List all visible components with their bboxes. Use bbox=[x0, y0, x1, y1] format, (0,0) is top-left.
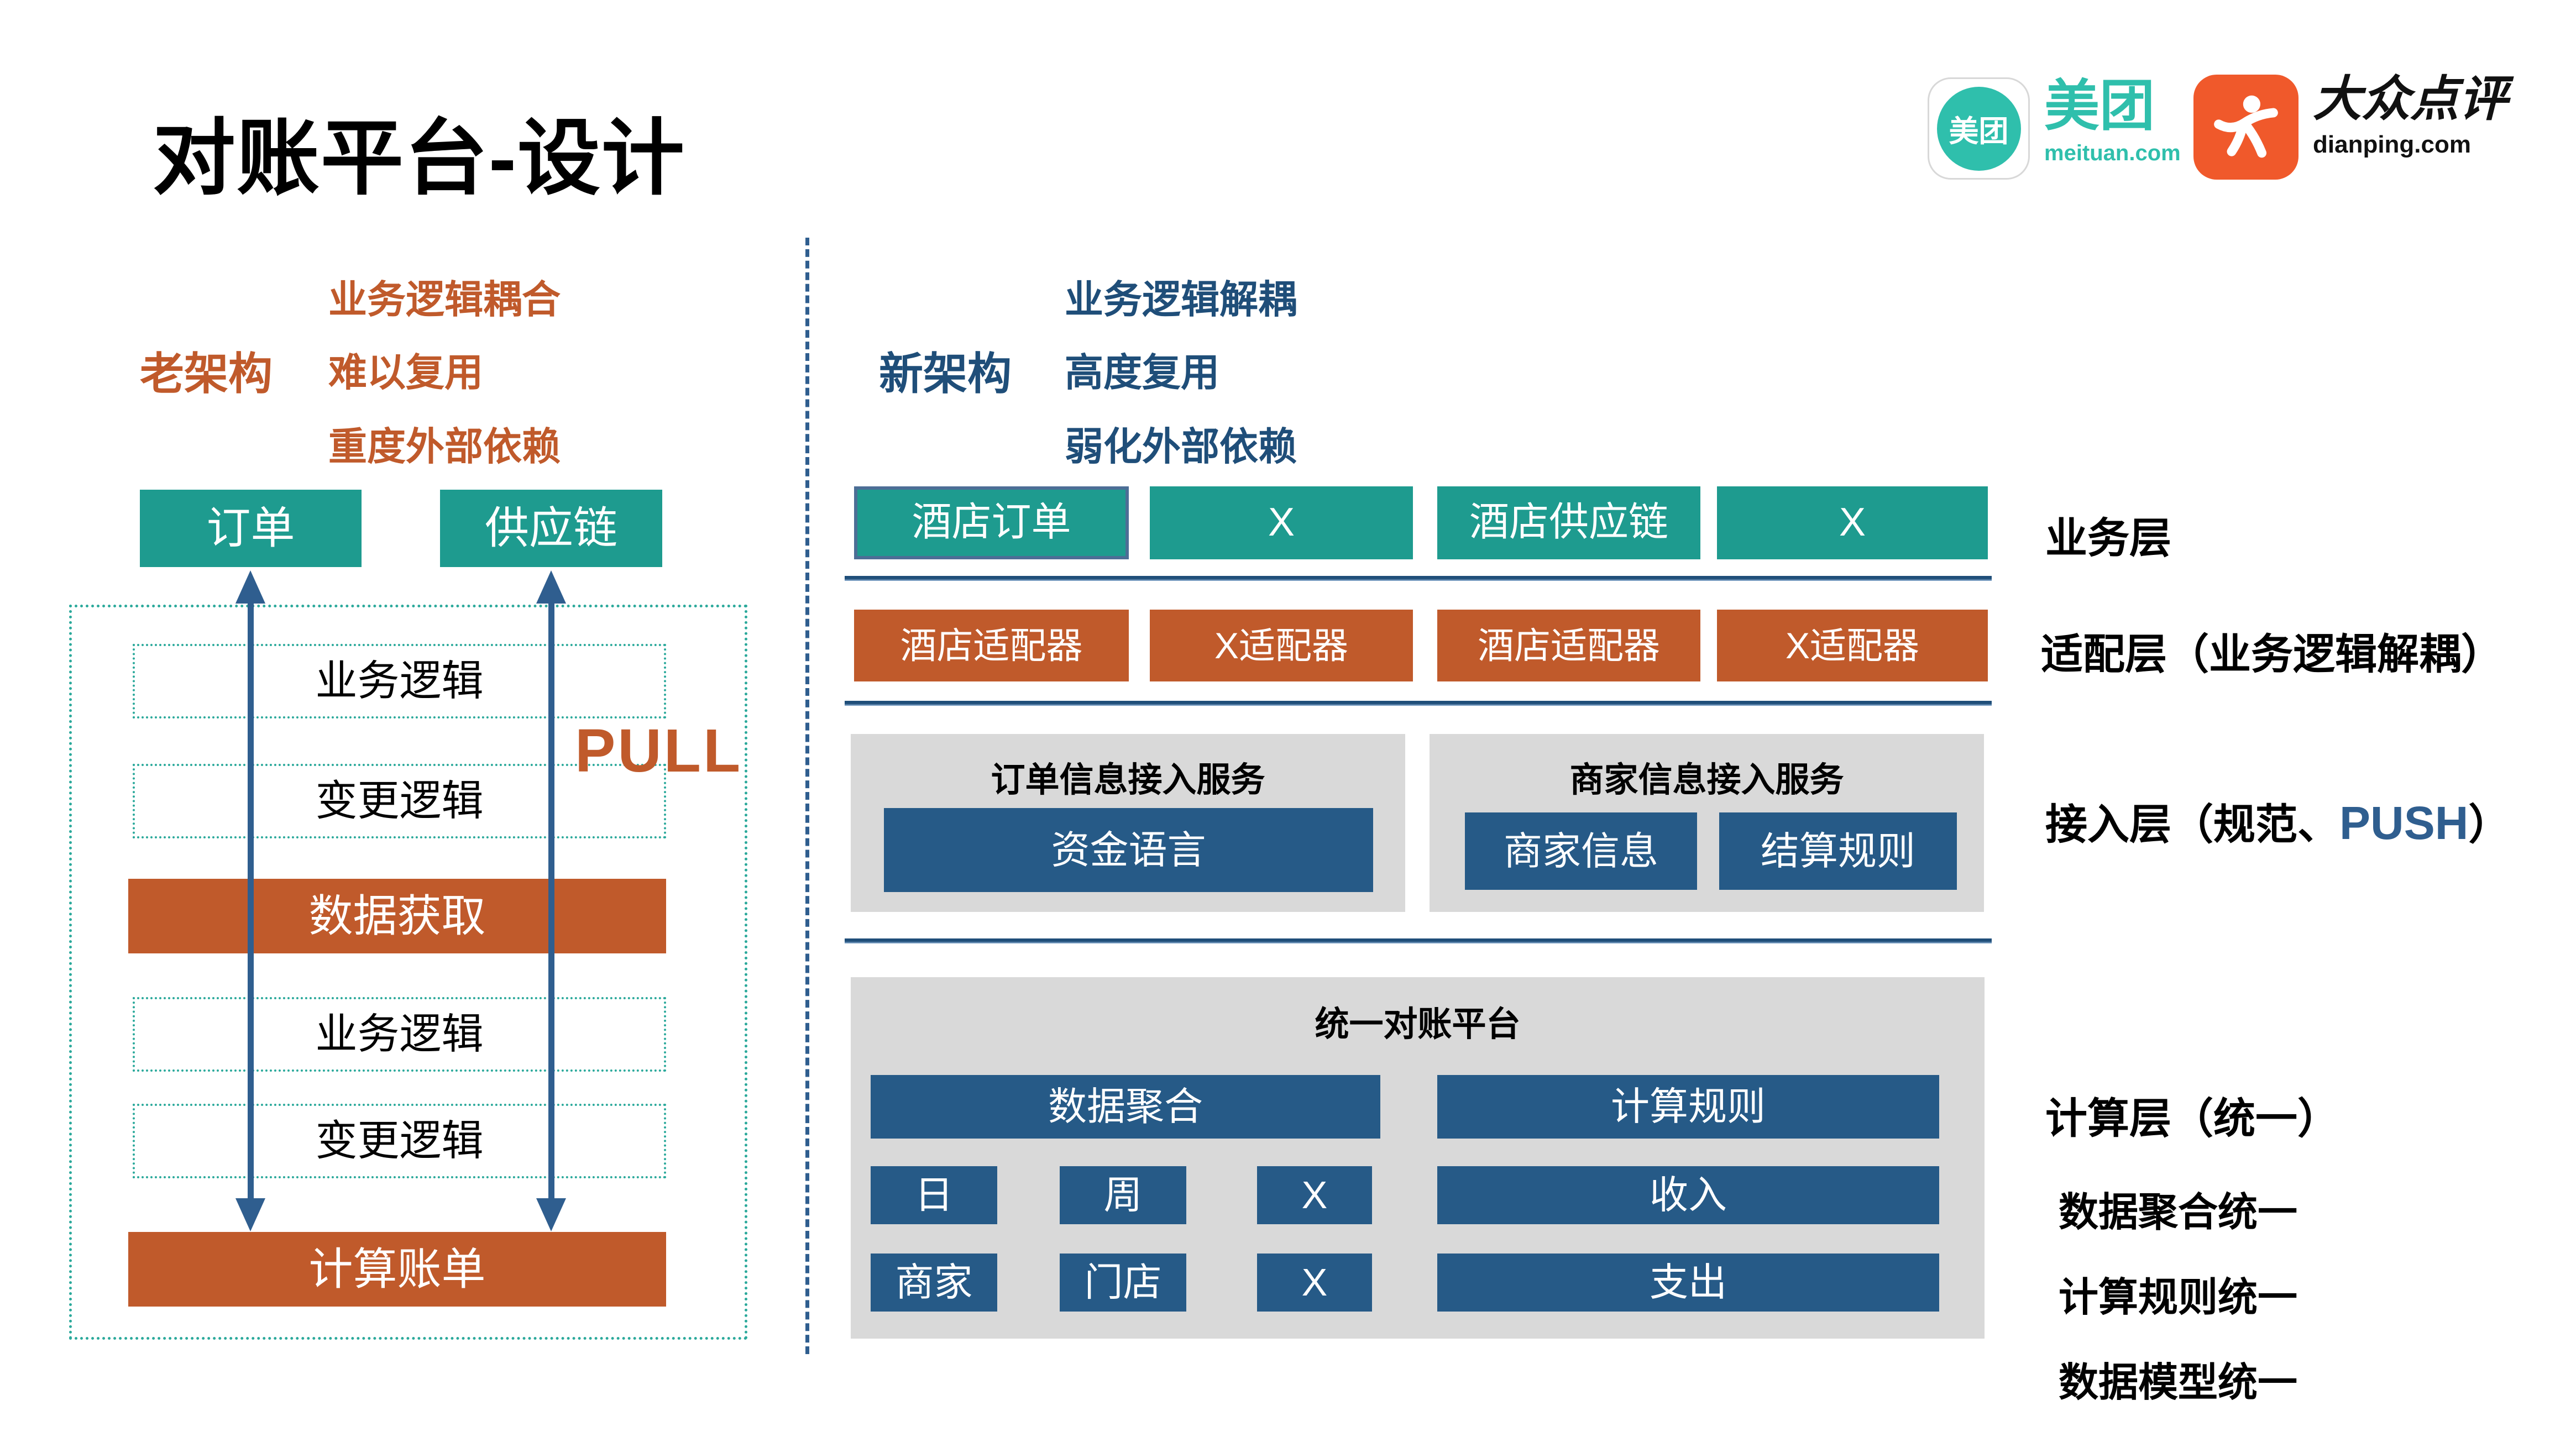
access-panel-order: 订单信息接入服务 资金语言 bbox=[851, 734, 1405, 912]
week-box: 周 bbox=[1060, 1166, 1186, 1224]
merchant-box: 商家 bbox=[871, 1254, 997, 1312]
business-box-x1: X bbox=[1150, 486, 1413, 559]
meituan-logo-icon: 美团 bbox=[1928, 77, 2030, 180]
old-bullet-3: 重度外部依赖 bbox=[328, 425, 561, 468]
access-panel-order-title: 订单信息接入服务 bbox=[991, 761, 1265, 799]
funds-language-box: 资金语言 bbox=[884, 808, 1373, 892]
settlement-rules-box: 结算规则 bbox=[1719, 812, 1957, 890]
expense-box: 支出 bbox=[1437, 1254, 1939, 1312]
day-box: 日 bbox=[871, 1166, 997, 1224]
separator-line-3 bbox=[845, 938, 1992, 943]
old-arch-label: 老架构 bbox=[140, 349, 273, 398]
section-divider bbox=[805, 238, 809, 1354]
old-calc-bill-box: 计算账单 bbox=[128, 1232, 666, 1307]
separator-line-2 bbox=[845, 701, 1992, 706]
layer-label-business: 业务层 bbox=[2045, 515, 2171, 562]
dianping-domain: dianping.com bbox=[2313, 131, 2471, 158]
new-arch-label: 新架构 bbox=[879, 349, 1012, 398]
access-panel-merchant: 商家信息接入服务 商家信息 结算规则 bbox=[1430, 734, 1984, 912]
pull-label: PULL bbox=[575, 717, 743, 785]
dianping-logo-icon bbox=[2193, 75, 2298, 180]
meituan-domain: meituan.com bbox=[2044, 141, 2181, 165]
arrow-line bbox=[548, 600, 554, 1203]
old-data-fetch-box: 数据获取 bbox=[128, 879, 666, 953]
adapter-box-x2: X适配器 bbox=[1717, 610, 1988, 681]
meituan-brand-name: 美团 bbox=[2044, 75, 2155, 137]
separator-line-1 bbox=[845, 576, 1992, 581]
access-label-prefix: 接入层（规范、 bbox=[2045, 801, 2339, 848]
meituan-logo-text: 美团 meituan.com bbox=[2044, 77, 2181, 166]
data-aggregation-box: 数据聚合 bbox=[871, 1075, 1380, 1139]
old-biz-logic-2: 业务逻辑 bbox=[133, 997, 666, 1072]
access-label-suffix: ） bbox=[2468, 801, 2511, 848]
note-data-aggregation: 数据聚合统一 bbox=[2059, 1190, 2298, 1235]
new-bullet-1: 业务逻辑解耦 bbox=[1065, 278, 1297, 321]
calc-rules-box: 计算规则 bbox=[1437, 1075, 1939, 1139]
x-box-1: X bbox=[1257, 1166, 1372, 1224]
arrow-line bbox=[248, 600, 254, 1203]
unified-platform-panel: 统一对账平台 数据聚合 计算规则 日 周 X 收入 商家 门店 X 支出 bbox=[851, 977, 1985, 1339]
dianping-logo-text: 大众点评 dianping.com bbox=[2313, 75, 2507, 159]
old-change-logic-2: 变更逻辑 bbox=[133, 1104, 666, 1178]
arrow-down-icon bbox=[536, 1198, 566, 1231]
unified-platform-title: 统一对账平台 bbox=[1315, 1005, 1521, 1043]
adapter-box-hotel-2: 酒店适配器 bbox=[1437, 610, 1700, 681]
merchant-info-box: 商家信息 bbox=[1465, 812, 1697, 890]
dianping-logo: 大众点评 dianping.com bbox=[2193, 75, 2507, 180]
new-bullet-2: 高度复用 bbox=[1065, 351, 1219, 394]
layer-label-compute: 计算层（统一） bbox=[2045, 1095, 2339, 1142]
x-box-2: X bbox=[1257, 1254, 1372, 1312]
adapter-box-hotel-1: 酒店适配器 bbox=[854, 610, 1129, 681]
access-panel-merchant-title: 商家信息接入服务 bbox=[1569, 761, 1844, 799]
dancing-figure-icon bbox=[2214, 95, 2278, 158]
business-box-hotel-order: 酒店订单 bbox=[854, 486, 1129, 559]
old-supplychain-box: 供应链 bbox=[440, 490, 662, 567]
store-box: 门店 bbox=[1060, 1254, 1186, 1312]
page-title: 对账平台-设计 bbox=[153, 112, 685, 204]
old-bullet-1: 业务逻辑耦合 bbox=[328, 278, 561, 321]
note-calc-rules: 计算规则统一 bbox=[2059, 1276, 2298, 1320]
old-biz-logic-1: 业务逻辑 bbox=[133, 644, 666, 718]
meituan-logo: 美团 美团 meituan.com bbox=[1928, 77, 2181, 180]
arrow-down-icon bbox=[235, 1198, 265, 1231]
old-order-box: 订单 bbox=[140, 490, 362, 567]
income-box: 收入 bbox=[1437, 1166, 1939, 1224]
meituan-icon-badge: 美团 bbox=[1936, 86, 2021, 171]
old-change-logic-1: 变更逻辑 bbox=[133, 764, 666, 838]
layer-label-adapter: 适配层（业务逻辑解耦） bbox=[2041, 631, 2503, 678]
business-box-hotel-supplychain: 酒店供应链 bbox=[1437, 486, 1700, 559]
layer-label-access: 接入层（规范、PUSH） bbox=[2045, 790, 2510, 851]
business-box-x2: X bbox=[1717, 486, 1988, 559]
arrow-up-icon bbox=[536, 570, 566, 604]
adapter-box-x1: X适配器 bbox=[1150, 610, 1413, 681]
arrow-up-icon bbox=[235, 570, 265, 604]
old-bullet-2: 难以复用 bbox=[328, 351, 483, 394]
push-label: PUSH bbox=[2339, 797, 2469, 849]
new-bullet-3: 弱化外部依赖 bbox=[1065, 425, 1297, 468]
old-arch-container bbox=[69, 605, 747, 1340]
dianping-brand-name: 大众点评 bbox=[2313, 71, 2508, 126]
note-data-model: 数据模型统一 bbox=[2059, 1361, 2298, 1405]
